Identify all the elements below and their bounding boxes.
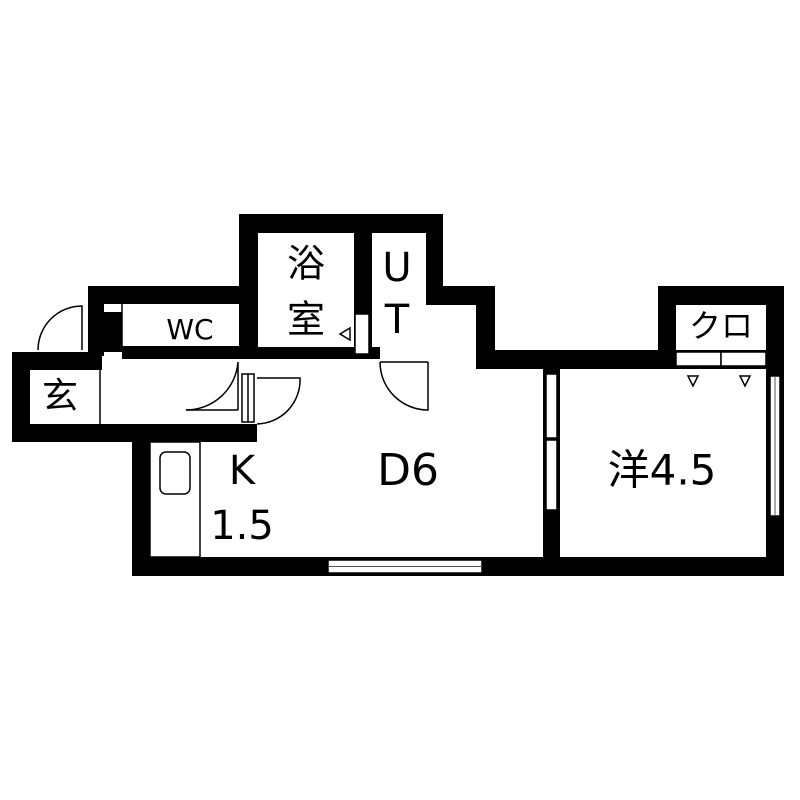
label-bath-2: 室	[287, 298, 325, 342]
sink-icon	[159, 451, 191, 495]
wall-bath-top	[239, 214, 443, 233]
kitchen-counter	[149, 441, 201, 558]
label-ut-1: U	[382, 245, 411, 291]
label-wc: WC	[166, 313, 213, 346]
wall-closet-top	[658, 286, 784, 305]
wall-genkan-left	[12, 352, 30, 442]
wall-closet-left	[658, 286, 676, 369]
hall-door-arc	[185, 361, 239, 411]
wall-wc-top	[88, 286, 258, 304]
closet-arrow-1	[686, 375, 700, 388]
wall-genkan-bottom	[12, 424, 257, 442]
wall-wc-pillar	[104, 312, 122, 352]
walls	[12, 214, 784, 576]
label-western: 洋4.5	[608, 446, 717, 495]
wall-closet-right	[766, 286, 784, 369]
label-ut-2: T	[384, 297, 410, 343]
k-door-arc	[256, 377, 301, 425]
closet-door-1	[675, 351, 722, 367]
windows	[327, 375, 781, 574]
entry-door-arc	[37, 305, 83, 351]
wall-left-main	[132, 427, 150, 576]
label-bath-1: 浴	[287, 242, 325, 286]
counter-outline	[149, 441, 201, 558]
wall-wc-bottom	[122, 346, 257, 359]
wall-bath-ut-right	[426, 214, 443, 305]
wall-wc-left	[88, 286, 104, 356]
closet-door-2	[720, 351, 767, 367]
partition-slide-2	[545, 439, 558, 511]
bath-slide-door	[354, 313, 370, 355]
label-genkan: 玄	[42, 376, 78, 417]
wall-ut-right	[476, 286, 495, 369]
bath-door-arrow	[338, 326, 351, 342]
label-closet: クロ	[689, 307, 753, 345]
label-kitchen-1: K	[229, 448, 257, 494]
doors	[37, 304, 767, 511]
label-kitchen-2: 1.5	[210, 503, 274, 549]
partition-slide-1	[545, 373, 558, 439]
wall-bath-bottom	[239, 347, 380, 359]
closet-arrow-2	[738, 375, 752, 388]
label-dining: D6	[377, 445, 439, 496]
ut-door-arc	[379, 361, 429, 411]
wall-genkan-top	[12, 352, 102, 370]
